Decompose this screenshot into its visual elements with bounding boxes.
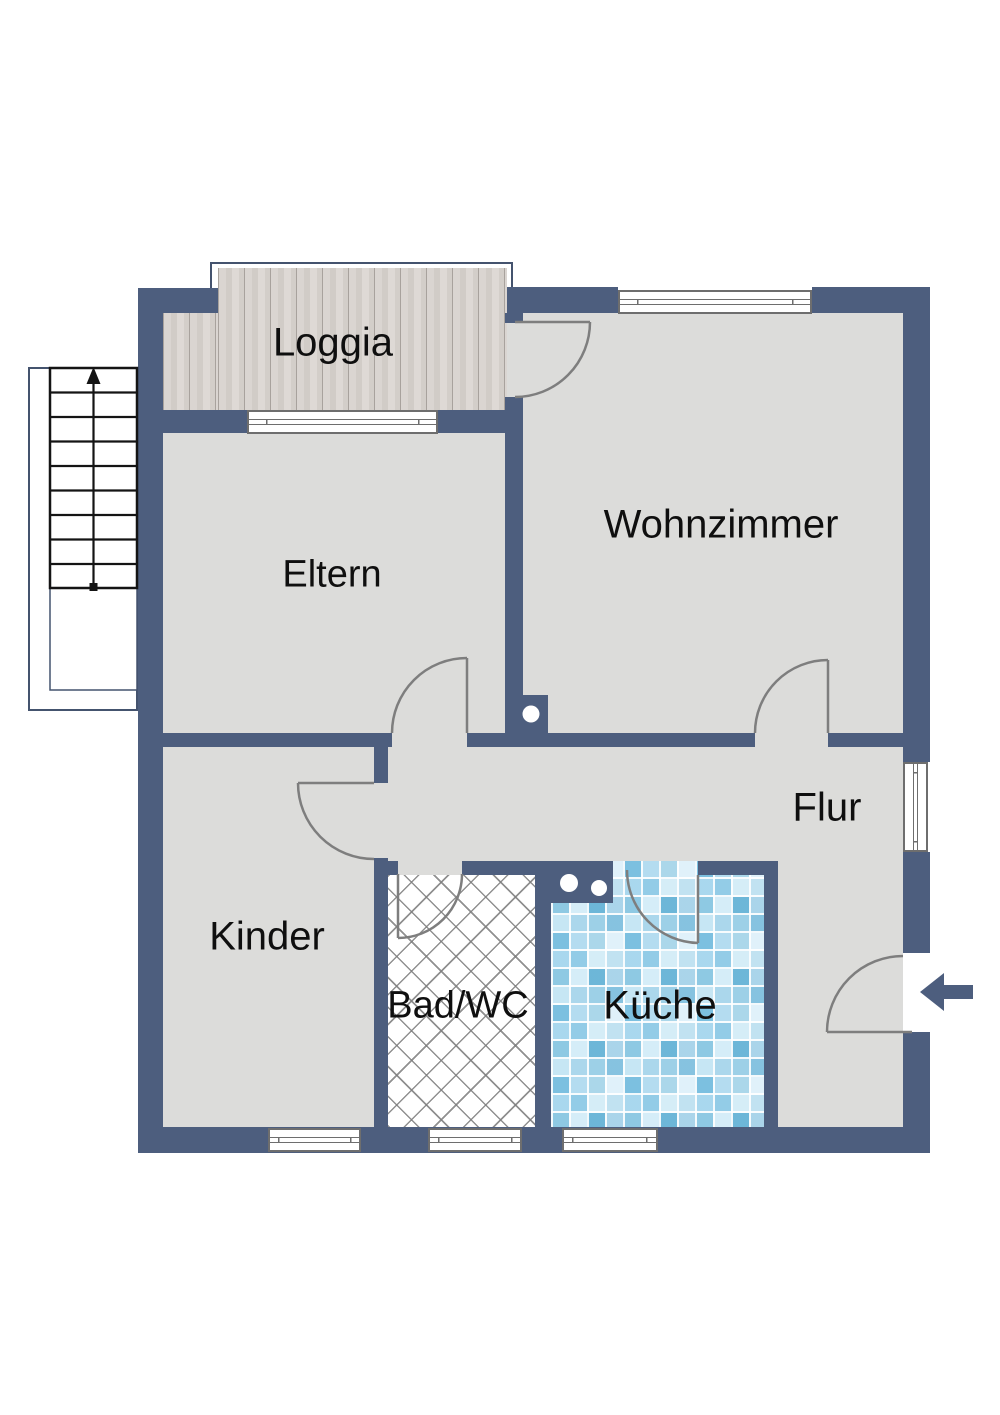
wall-right-upper — [903, 287, 930, 762]
window-bad — [428, 1128, 522, 1152]
window-eltern — [247, 410, 438, 434]
wall-flur-top-c — [828, 733, 903, 747]
stairs-start-marker — [89, 583, 98, 591]
window-kinder — [268, 1128, 361, 1152]
wall-eltern-top-a — [163, 410, 247, 433]
wall-right-lower — [903, 1032, 930, 1153]
wall-top-wohnzimmer-a — [507, 287, 618, 313]
wall-eltern-wohnzimmer — [505, 397, 523, 695]
wall-left-exterior — [138, 288, 163, 1153]
window-flur — [903, 762, 928, 852]
label-bad-wc: Bad/WC — [387, 984, 529, 1027]
wall-bottom-exterior — [138, 1127, 930, 1153]
wall-kinder-upper — [374, 733, 388, 783]
wall-wohnzimmer-left-step — [505, 313, 523, 323]
wall-bad-kueche — [535, 875, 551, 1127]
loggia-deck-extension — [163, 313, 218, 410]
label-kueche: Küche — [603, 983, 717, 1028]
wall-kueche-flur — [764, 861, 778, 1127]
label-loggia: Loggia — [272, 320, 394, 365]
room-flur-entry-floor — [764, 733, 903, 1127]
label-kinder: Kinder — [209, 914, 325, 959]
wall-bad-top-tab — [388, 861, 398, 875]
label-wohnzimmer: Wohnzimmer — [603, 502, 839, 547]
label-flur: Flur — [792, 785, 862, 830]
loggia-deck — [218, 268, 507, 410]
wall-pier-with-pipe — [505, 695, 548, 733]
wall-top-left — [138, 288, 218, 313]
wall-kueche-top — [698, 861, 778, 875]
entrance-arrow-icon — [920, 973, 973, 1011]
wall-eltern-top-b — [438, 410, 507, 433]
window-kueche — [562, 1128, 658, 1152]
wall-right-mid — [903, 852, 930, 953]
label-eltern: Eltern — [282, 553, 382, 596]
staircase — [28, 366, 139, 711]
window-wohnzimmer — [618, 290, 812, 314]
stairs-up-arrow-icon — [86, 367, 101, 384]
wall-flur-top-a — [163, 733, 392, 747]
wall-kinder-lower — [374, 858, 388, 1127]
wall-flur-top-b — [467, 733, 755, 747]
wall-bad-top — [462, 861, 540, 875]
